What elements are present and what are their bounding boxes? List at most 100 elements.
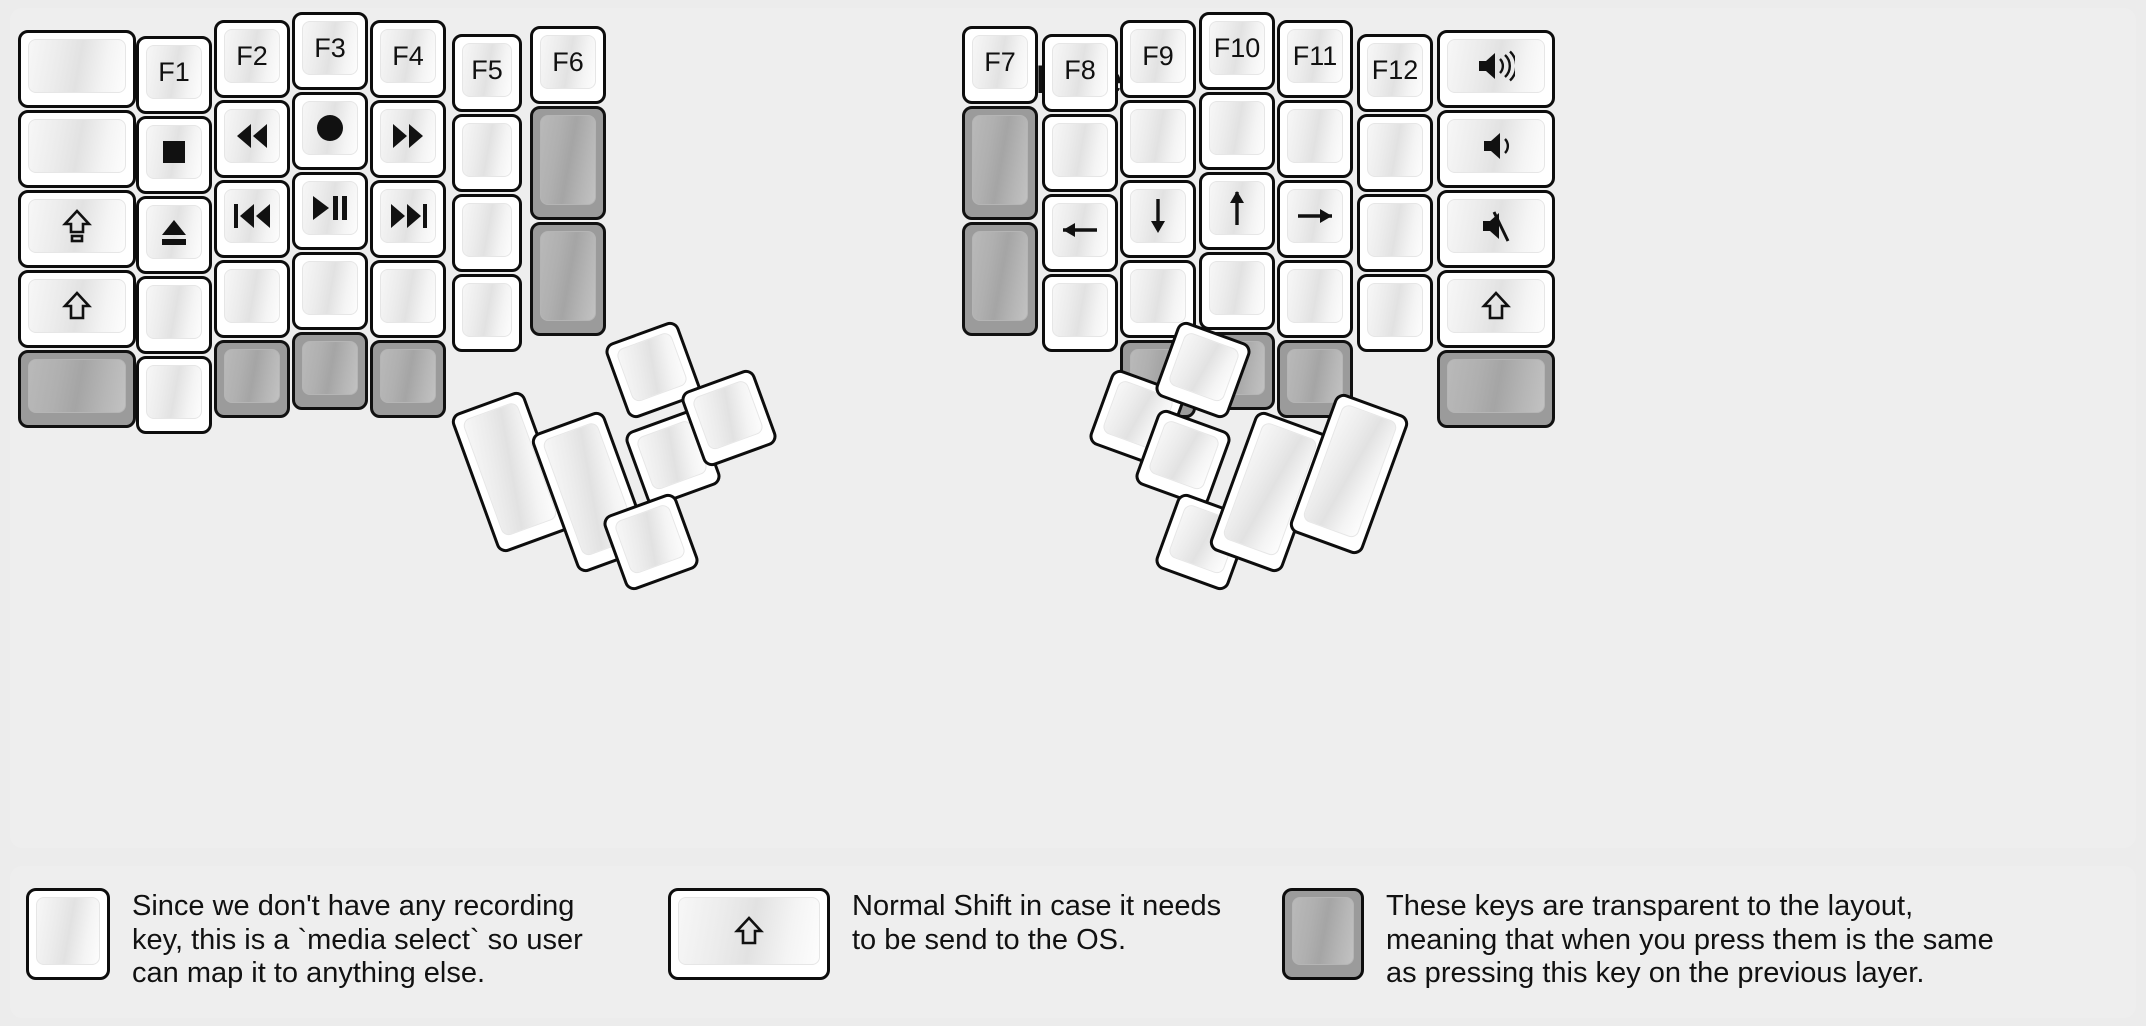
key-left-inner-1[interactable] [452, 114, 522, 192]
key-label: F11 [1292, 40, 1338, 71]
key-cap [1167, 330, 1241, 404]
key-left-outer-2[interactable] [18, 190, 136, 268]
key-right-ring-3[interactable] [1277, 260, 1353, 338]
key-right-pinky-0[interactable]: F12 [1357, 34, 1433, 112]
key-left-innermost-2[interactable] [530, 222, 606, 336]
key-left-outer-4[interactable] [18, 350, 136, 428]
key-cap [678, 897, 820, 965]
key-right-index-1[interactable] [1120, 100, 1196, 178]
key-left-middle-2[interactable] [292, 172, 368, 250]
key-right-outer-1[interactable] [1437, 110, 1555, 188]
key-right-ring-2[interactable] [1277, 180, 1353, 258]
key-label: F3 [314, 32, 346, 63]
key-left-middle-0[interactable]: F3 [292, 12, 368, 90]
key-cap: F7 [972, 35, 1028, 89]
key-cap [540, 231, 596, 321]
key-left-ring-4[interactable] [214, 340, 290, 418]
key-right-middle-2[interactable] [1199, 172, 1275, 250]
media-record-icon [315, 113, 345, 143]
key-left-pinky-4[interactable] [136, 356, 212, 434]
key-label: F5 [471, 54, 503, 85]
key-left-pinky-2[interactable] [136, 196, 212, 274]
key-cap [28, 39, 126, 93]
key-right-innermost-1[interactable] [962, 106, 1038, 220]
key-right-ring-0[interactable]: F11 [1277, 20, 1353, 98]
key-cap [146, 205, 202, 259]
key-right-pinky-2[interactable] [1357, 194, 1433, 272]
key-cap [36, 897, 100, 965]
key-left-inner-2[interactable] [452, 194, 522, 272]
media-play-pause-icon [311, 194, 349, 222]
key-left-index-2[interactable] [370, 180, 446, 258]
key-cap [462, 283, 512, 337]
key-right-outer-4[interactable] [1437, 350, 1555, 428]
key-cap [1130, 269, 1186, 323]
key-left-index-1[interactable] [370, 100, 446, 178]
media-rewind-icon [234, 122, 270, 150]
key-left-inner-3[interactable] [452, 274, 522, 352]
key-label: F2 [236, 40, 268, 71]
key-right-outer-2[interactable] [1437, 190, 1555, 268]
key-left-pinky-1[interactable] [136, 116, 212, 194]
key-right-pinky-1[interactable] [1357, 114, 1433, 192]
key-cap [1292, 897, 1354, 965]
key-cap [1209, 261, 1265, 315]
volume-mute-icon [1481, 210, 1511, 243]
key-cap [380, 269, 436, 323]
key-right-middle-3[interactable] [1199, 252, 1275, 330]
key-cap [28, 199, 126, 253]
volume-down-icon [1482, 130, 1510, 162]
key-left-inner-0[interactable]: F5 [452, 34, 522, 112]
key-right-middle-0[interactable]: F10 [1199, 12, 1275, 90]
caps-lock-icon [62, 208, 92, 244]
legend-text-3: These keys are transparent to the layout… [1386, 890, 1994, 990]
key-cap: F12 [1367, 43, 1423, 97]
arrow-right-icon [1296, 203, 1334, 229]
key-left-middle-3[interactable] [292, 252, 368, 330]
key-label: F8 [1064, 54, 1096, 85]
key-left-outer-3[interactable] [18, 270, 136, 348]
key-left-index-3[interactable] [370, 260, 446, 338]
key-left-ring-1[interactable] [214, 100, 290, 178]
key-right-innermost-0[interactable]: F7 [962, 26, 1038, 104]
key-left-ring-2[interactable] [214, 180, 290, 258]
key-right-innermost-2[interactable] [962, 222, 1038, 336]
key-cap: F9 [1130, 29, 1186, 83]
key-right-inner-2[interactable] [1042, 194, 1118, 272]
key-left-index-0[interactable]: F4 [370, 20, 446, 98]
key-cap [1287, 349, 1343, 403]
key-right-index-2[interactable] [1120, 180, 1196, 258]
key-cap [1130, 189, 1186, 243]
key-left-pinky-3[interactable] [136, 276, 212, 354]
key-cap: F11 [1287, 29, 1343, 83]
key-left-middle-4[interactable] [292, 332, 368, 410]
key-cap [1052, 123, 1108, 177]
key-right-index-0[interactable]: F9 [1120, 20, 1196, 98]
key-cap [146, 365, 202, 419]
key-cap: F5 [462, 43, 512, 97]
key-right-index-3[interactable] [1120, 260, 1196, 338]
key-cap [1367, 283, 1423, 337]
key-left-outer-0[interactable] [18, 30, 136, 108]
key-cap: F3 [302, 21, 358, 75]
key-cap [1447, 199, 1545, 253]
key-right-outer-0[interactable] [1437, 30, 1555, 108]
key-cap [1447, 279, 1545, 333]
key-right-inner-0[interactable]: F8 [1042, 34, 1118, 112]
key-left-outer-1[interactable] [18, 110, 136, 188]
key-right-inner-3[interactable] [1042, 274, 1118, 352]
key-right-middle-1[interactable] [1199, 92, 1275, 170]
key-left-middle-1[interactable] [292, 92, 368, 170]
key-right-ring-1[interactable] [1277, 100, 1353, 178]
key-left-ring-0[interactable]: F2 [214, 20, 290, 98]
media-prev-track-icon [233, 202, 272, 230]
key-left-innermost-0[interactable]: F6 [530, 26, 606, 104]
key-left-pinky-0[interactable]: F1 [136, 36, 212, 114]
key-left-innermost-1[interactable] [530, 106, 606, 220]
key-right-inner-1[interactable] [1042, 114, 1118, 192]
key-right-pinky-3[interactable] [1357, 274, 1433, 352]
key-left-index-4[interactable] [370, 340, 446, 418]
key-right-outer-3[interactable] [1437, 270, 1555, 348]
legend-text-2: Normal Shift in case it needs to be send… [852, 890, 1222, 956]
key-left-ring-3[interactable] [214, 260, 290, 338]
